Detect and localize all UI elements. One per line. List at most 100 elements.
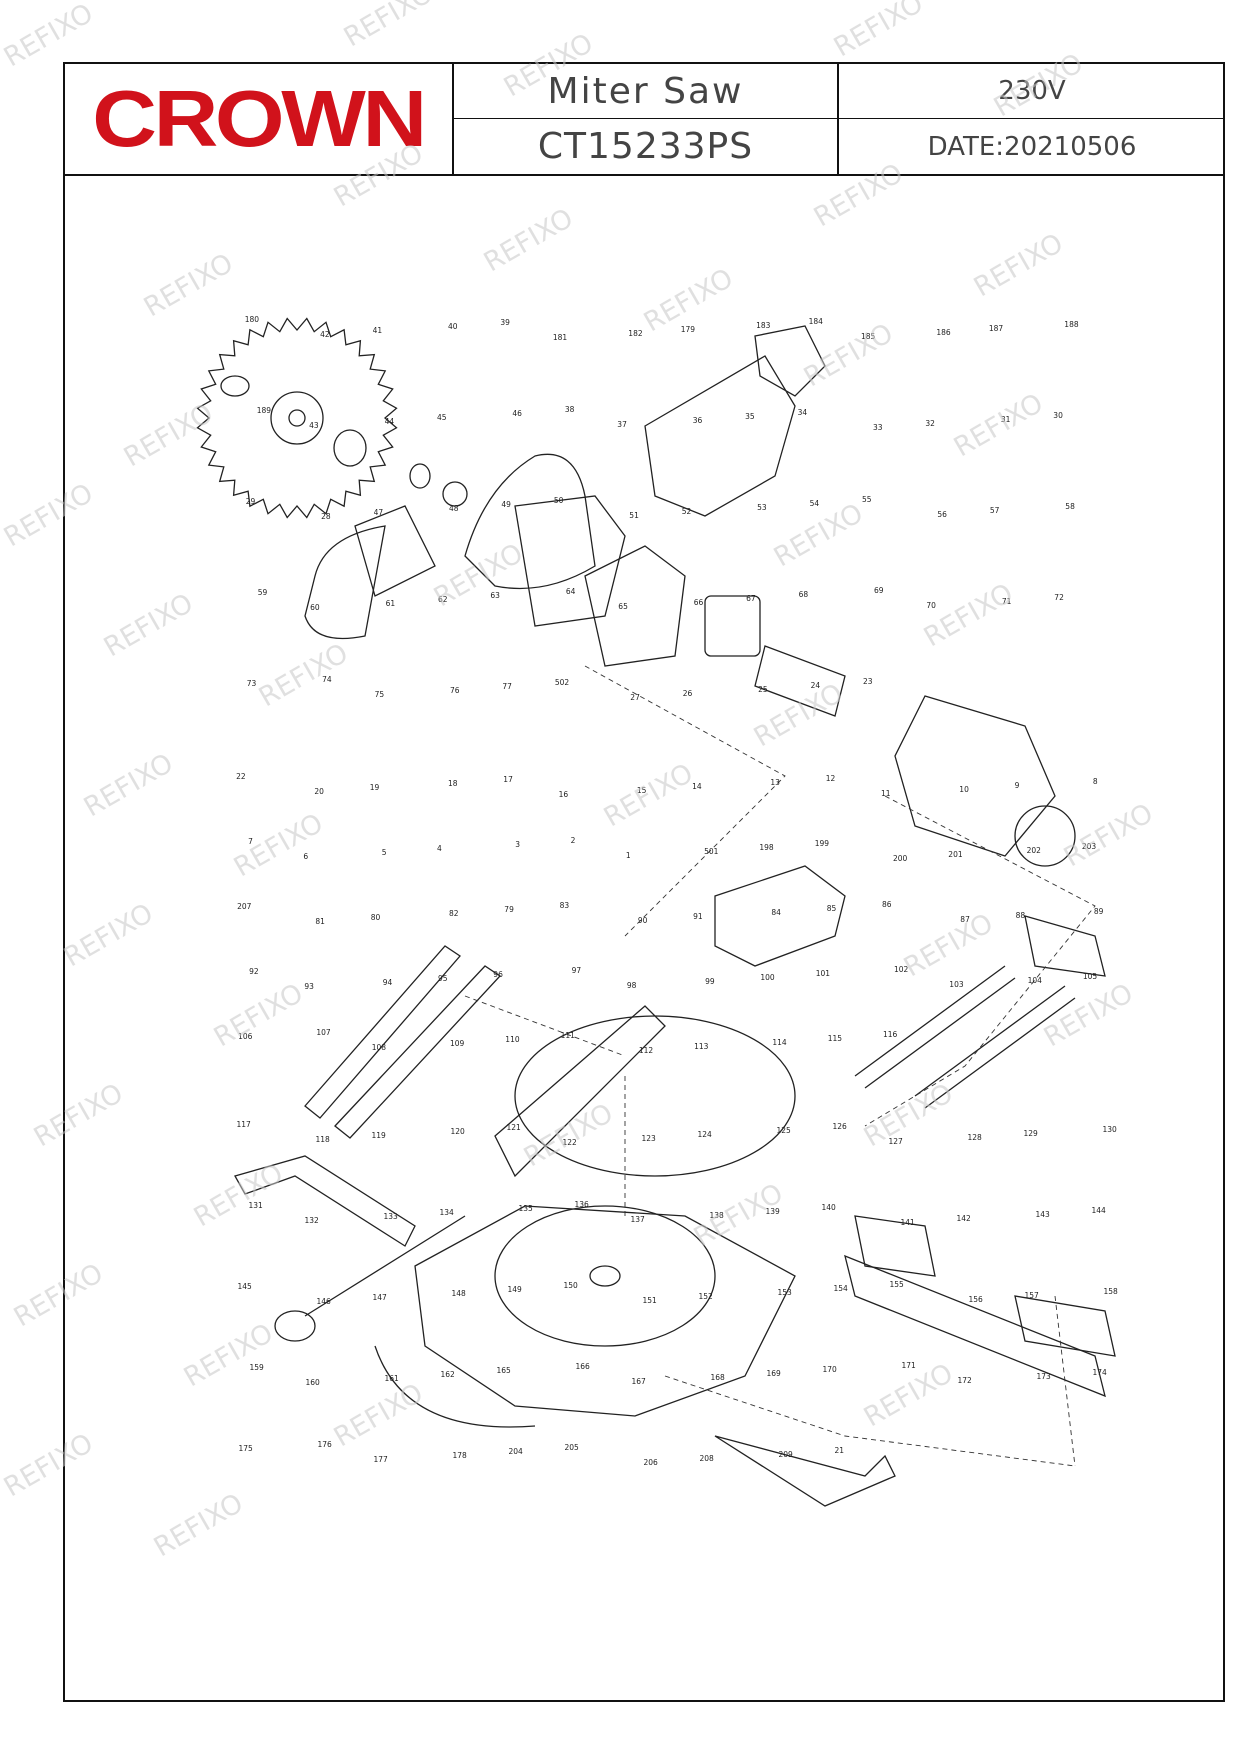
part-label-124: 124 bbox=[698, 1130, 713, 1139]
part-label-45: 45 bbox=[437, 413, 447, 422]
part-label-152: 152 bbox=[699, 1292, 714, 1301]
part-label-42: 42 bbox=[320, 330, 330, 339]
part-label-187: 187 bbox=[989, 324, 1004, 333]
part-label-73: 73 bbox=[247, 679, 257, 688]
part-label-83: 83 bbox=[560, 901, 570, 910]
part-label-20: 20 bbox=[314, 787, 324, 796]
part-label-113: 113 bbox=[694, 1042, 709, 1051]
part-label-39: 39 bbox=[500, 318, 510, 327]
part-label-38: 38 bbox=[565, 405, 575, 414]
product-title: Miter Saw bbox=[454, 64, 839, 119]
part-label-133: 133 bbox=[384, 1212, 399, 1221]
logo-cell: CROWN bbox=[65, 64, 454, 174]
part-label-81: 81 bbox=[315, 917, 325, 926]
part-label-4: 4 bbox=[437, 844, 442, 853]
model-number: CT15233PS bbox=[454, 119, 839, 174]
part-label-134: 134 bbox=[440, 1208, 455, 1217]
part-label-111: 111 bbox=[561, 1031, 576, 1040]
part-label-109: 109 bbox=[450, 1039, 465, 1048]
part-label-36: 36 bbox=[693, 416, 703, 425]
part-label-100: 100 bbox=[760, 973, 775, 982]
part-label-69: 69 bbox=[874, 586, 884, 595]
part-label-204: 204 bbox=[509, 1447, 524, 1456]
part-label-91: 91 bbox=[693, 912, 703, 921]
part-label-10: 10 bbox=[959, 785, 969, 794]
part-label-186: 186 bbox=[936, 328, 951, 337]
part-label-126: 126 bbox=[833, 1122, 848, 1131]
handle bbox=[644, 355, 796, 517]
part-label-177: 177 bbox=[374, 1455, 389, 1464]
part-label-145: 145 bbox=[238, 1282, 253, 1291]
part-label-114: 114 bbox=[772, 1038, 787, 1047]
part-label-17: 17 bbox=[503, 775, 513, 784]
upper-blade-guard bbox=[464, 453, 596, 590]
main-base bbox=[414, 1205, 796, 1417]
slide-rails bbox=[854, 915, 1106, 1109]
brand-logo: CROWN bbox=[92, 74, 428, 163]
part-label-137: 137 bbox=[631, 1215, 646, 1224]
part-label-101: 101 bbox=[816, 969, 831, 978]
part-label-32: 32 bbox=[925, 419, 935, 428]
stator bbox=[704, 595, 761, 657]
armature bbox=[754, 645, 846, 717]
lock-knob bbox=[274, 1310, 316, 1342]
part-label-89: 89 bbox=[1094, 907, 1104, 916]
part-label-148: 148 bbox=[452, 1289, 467, 1298]
part-label-71: 71 bbox=[1002, 597, 1012, 606]
saw-blade bbox=[196, 317, 398, 519]
outer-flange bbox=[220, 375, 250, 397]
part-label-131: 131 bbox=[249, 1201, 264, 1210]
part-label-7: 7 bbox=[248, 837, 253, 846]
part-label-25: 25 bbox=[758, 685, 768, 694]
part-label-21: 21 bbox=[835, 1446, 845, 1455]
part-label-151: 151 bbox=[643, 1296, 658, 1305]
right-fence-plate bbox=[1014, 1295, 1116, 1357]
part-label-35: 35 bbox=[745, 412, 755, 421]
part-label-201: 201 bbox=[948, 850, 963, 859]
part-label-51: 51 bbox=[629, 511, 639, 520]
part-label-34: 34 bbox=[798, 408, 808, 417]
part-label-128: 128 bbox=[968, 1133, 983, 1142]
part-label-149: 149 bbox=[508, 1285, 523, 1294]
part-label-176: 176 bbox=[318, 1440, 333, 1449]
part-label-198: 198 bbox=[759, 843, 774, 852]
part-label-48: 48 bbox=[449, 504, 459, 513]
part-label-139: 139 bbox=[766, 1207, 781, 1216]
part-label-155: 155 bbox=[890, 1280, 905, 1289]
part-label-119: 119 bbox=[372, 1131, 387, 1140]
part-label-108: 108 bbox=[372, 1043, 387, 1052]
left-fence-bars bbox=[304, 945, 501, 1139]
part-label-125: 125 bbox=[777, 1126, 792, 1135]
part-label-127: 127 bbox=[889, 1137, 904, 1146]
part-label-13: 13 bbox=[770, 778, 780, 787]
part-label-167: 167 bbox=[632, 1377, 647, 1386]
part-label-501: 501 bbox=[704, 847, 719, 856]
part-label-110: 110 bbox=[505, 1035, 520, 1044]
part-label-105: 105 bbox=[1083, 972, 1098, 981]
part-label-96: 96 bbox=[493, 970, 503, 979]
extension-rod bbox=[234, 1155, 416, 1247]
part-label-184: 184 bbox=[809, 317, 824, 326]
inner-flange bbox=[333, 429, 367, 467]
part-label-8: 8 bbox=[1093, 777, 1098, 786]
part-label-173: 173 bbox=[1037, 1372, 1052, 1381]
part-label-74: 74 bbox=[322, 675, 332, 684]
part-label-30: 30 bbox=[1053, 411, 1063, 420]
part-label-132: 132 bbox=[305, 1216, 320, 1225]
part-label-180: 180 bbox=[245, 315, 260, 324]
part-label-208: 208 bbox=[700, 1454, 715, 1463]
part-label-154: 154 bbox=[834, 1284, 849, 1293]
part-label-75: 75 bbox=[375, 690, 385, 699]
part-label-63: 63 bbox=[490, 591, 500, 600]
part-label-62: 62 bbox=[438, 595, 448, 604]
lower-blade-guard bbox=[304, 525, 386, 640]
part-label-202: 202 bbox=[1027, 846, 1042, 855]
part-label-57: 57 bbox=[990, 506, 1000, 515]
part-label-121: 121 bbox=[507, 1123, 522, 1132]
part-label-140: 140 bbox=[822, 1203, 837, 1212]
part-label-59: 59 bbox=[258, 588, 268, 597]
part-label-138: 138 bbox=[710, 1211, 725, 1220]
part-label-14: 14 bbox=[692, 782, 702, 791]
